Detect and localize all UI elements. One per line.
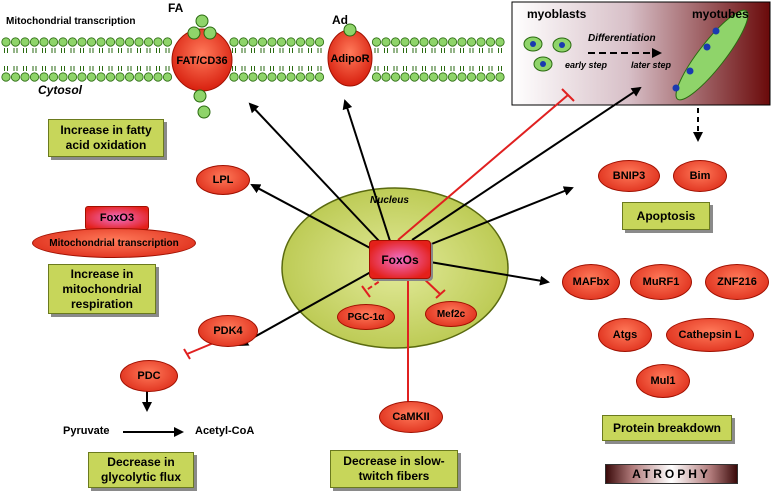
activation-arrows <box>123 86 703 437</box>
mito-transcription-top-label: Mitochondrial transcription <box>6 16 136 27</box>
foxos-label: FoxOs <box>381 252 419 267</box>
atgs-label: Atgs <box>612 329 638 341</box>
slow-twitch-box: Decrease in slow-twitch fibers <box>330 450 458 488</box>
foxo3-label: FoxO3 <box>99 212 135 224</box>
camkii-node: CaMKII <box>379 401 443 433</box>
apoptosis-box: Apoptosis <box>622 202 710 230</box>
znf216-label: ZNF216 <box>717 276 757 288</box>
fatty-acid-box: Increase in fatty acid oxidation <box>48 119 164 157</box>
murf1-label: MuRF1 <box>642 276 680 288</box>
znf216-node: ZNF216 <box>705 264 769 300</box>
pdc-node: PDC <box>120 360 178 392</box>
atgs-node: Atgs <box>598 318 652 352</box>
pdk4-node: PDK4 <box>198 315 258 347</box>
pdk4-label: PDK4 <box>213 325 243 337</box>
fat-cd36-label: FAT/CD36 <box>176 55 228 67</box>
adipor-protein <box>327 23 373 87</box>
mef2c-node: Mef2c <box>425 301 477 327</box>
later-step-label: later step <box>631 60 672 70</box>
cathepsin-node: Cathepsin L <box>666 318 754 352</box>
protein-breakdown-box: Protein breakdown <box>602 415 732 441</box>
lpl-node: LPL <box>196 165 250 195</box>
mul1-label: Mul1 <box>650 375 676 387</box>
foxo3-node: FoxO3 <box>85 206 149 230</box>
atrophy-banner: ATROPHY <box>605 464 738 484</box>
bim-label: Bim <box>689 170 711 182</box>
myotubes-label: myotubes <box>692 7 749 21</box>
bnip3-label: BNIP3 <box>612 170 646 182</box>
mafbx-node: MAFbx <box>562 264 620 300</box>
foxos-node: FoxOs <box>369 240 431 279</box>
mef2c-label: Mef2c <box>436 308 466 320</box>
acetyl-coa-label: Acetyl-CoA <box>195 425 255 437</box>
mul1-node: Mul1 <box>636 364 690 398</box>
cytosol-label: Cytosol <box>38 83 83 97</box>
bnip3-node: BNIP3 <box>598 160 660 192</box>
lpl-label: LPL <box>212 174 234 186</box>
pyruvate-label: Pyruvate <box>63 425 110 437</box>
camkii-label: CaMKII <box>392 411 430 423</box>
fa-label: FA <box>168 1 184 15</box>
mito-transcription-node: Mitochondrial transcription <box>32 228 196 258</box>
respiration-box: Increase in mitochondrial respiration <box>48 264 156 314</box>
cathepsin-label: Cathepsin L <box>678 329 742 341</box>
adipor-label: AdipoR <box>330 53 370 65</box>
pgc1a-label: PGC-1α <box>347 311 385 323</box>
differentiation-label: Differentiation <box>588 33 656 44</box>
mafbx-label: MAFbx <box>572 276 610 288</box>
bim-node: Bim <box>673 160 727 192</box>
fat-cd36-protein <box>171 14 233 119</box>
pdc-label: PDC <box>137 370 161 382</box>
glycolytic-box: Decrease in glycolytic flux <box>88 452 194 488</box>
membrane-bilayer <box>1 37 505 82</box>
murf1-node: MuRF1 <box>630 264 692 300</box>
pgc1a-node: PGC-1α <box>337 304 395 330</box>
nucleus-label: Nucleus <box>370 195 409 206</box>
ad-label: Ad <box>332 13 348 27</box>
myoblasts-label: myoblasts <box>527 7 587 21</box>
early-step-label: early step <box>565 60 608 70</box>
mito-transcription-label: Mitochondrial transcription <box>49 237 179 249</box>
